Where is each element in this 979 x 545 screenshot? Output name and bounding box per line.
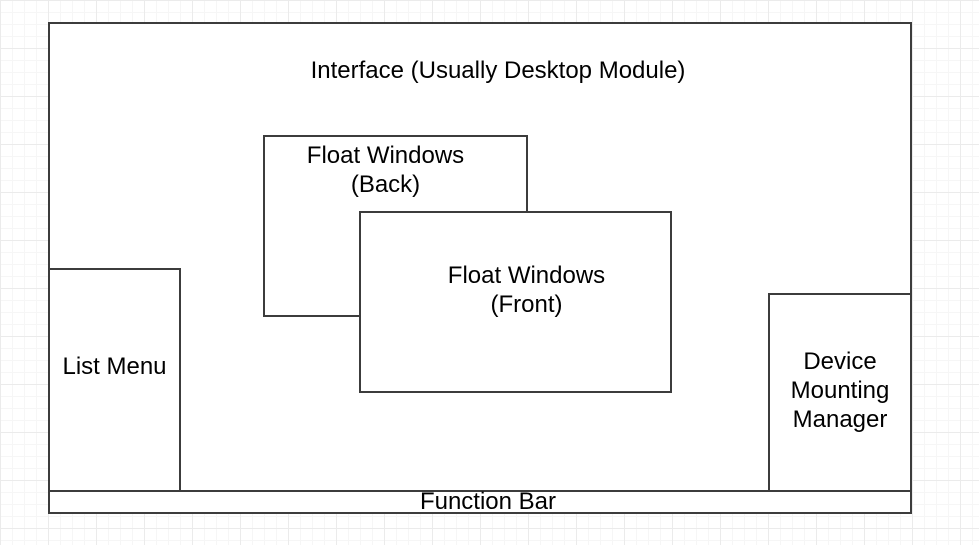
function-bar-label: Function Bar <box>419 488 557 515</box>
list-menu-label: List Menu <box>62 353 167 380</box>
device-mounting-manager-label-line3: Manager <box>792 406 888 433</box>
float-windows-back-label-line2: (Back) <box>350 171 421 198</box>
float-windows-front-label: Float Windows (Front) <box>372 261 681 319</box>
float-windows-back-label: Float Windows (Back) <box>255 141 516 199</box>
device-mounting-manager-label-line2: Mounting <box>790 377 890 404</box>
device-mounting-manager-label-line1: Device <box>803 348 877 375</box>
device-mounting-manager-label: Device Mounting Manager <box>770 347 910 434</box>
list-menu-box[interactable]: List Menu <box>48 268 181 492</box>
device-mounting-manager-box[interactable]: Device Mounting Manager <box>768 293 912 492</box>
float-windows-front-box[interactable]: Float Windows (Front) <box>359 211 672 393</box>
function-bar-box[interactable]: Function Bar <box>48 490 912 514</box>
float-windows-front-label-line1: Float Windows <box>447 262 606 289</box>
float-windows-front-label-line2: (Front) <box>490 291 563 318</box>
float-windows-back-label-line1: Float Windows <box>306 142 465 169</box>
interface-module-label: Interface (Usually Desktop Module) <box>310 57 686 84</box>
